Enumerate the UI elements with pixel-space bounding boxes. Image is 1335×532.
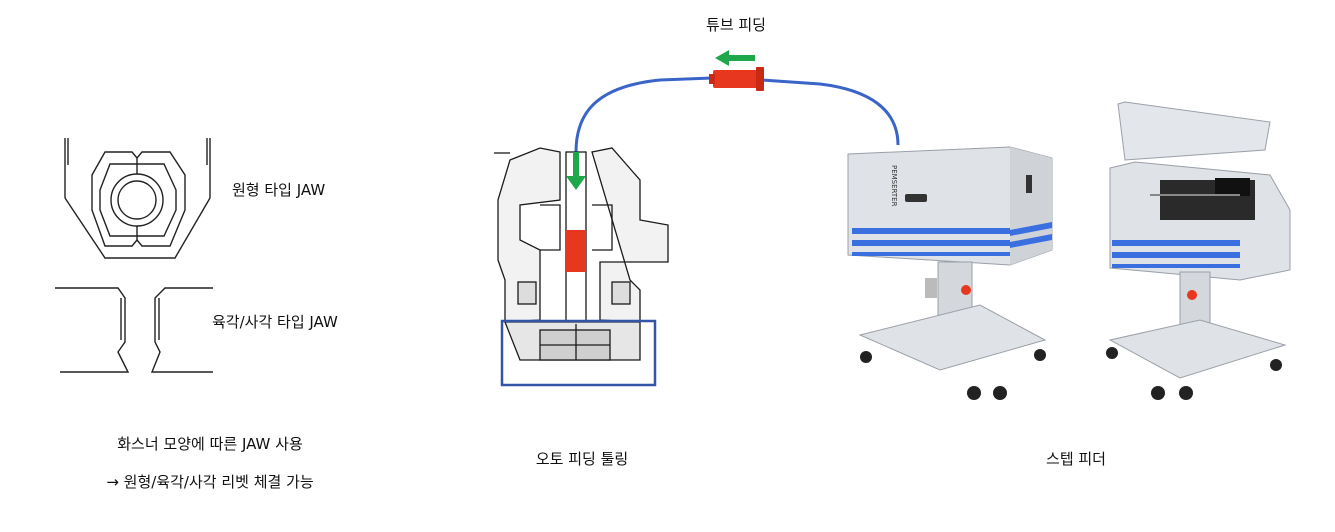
brand-mark: PEMSERTER xyxy=(890,165,898,207)
step-feeder-caption: 스텝 피더 xyxy=(1046,450,1106,468)
jaw-caption-line1: 화스너 모양에 따른 JAW 사용 xyxy=(117,435,303,453)
auto-feed-caption: 오토 피딩 툴링 xyxy=(535,450,629,468)
feed-tube xyxy=(574,76,900,153)
hex-jaw-label: 육각/사각 타입 JAW xyxy=(212,313,338,331)
jaw-caption-line2: → 원형/육각/사각 리벳 체결 가능 xyxy=(106,473,314,491)
step-feeder-open xyxy=(1106,101,1291,400)
arrow-left-icon xyxy=(715,50,755,66)
tube-fitting xyxy=(709,67,764,91)
round-jaw-label: 원형 타입 JAW xyxy=(232,181,326,199)
round-jaw-drawing xyxy=(64,138,211,259)
jaw-highlight-box xyxy=(500,319,657,387)
hex-jaw-drawing xyxy=(55,287,213,373)
arrow-down-icon xyxy=(566,152,586,190)
auto-feed-tooling xyxy=(494,147,669,361)
step-feeder-closed xyxy=(847,146,1053,400)
tube-feeding-label: 튜브 피딩 xyxy=(706,16,766,34)
red-part xyxy=(566,230,586,272)
